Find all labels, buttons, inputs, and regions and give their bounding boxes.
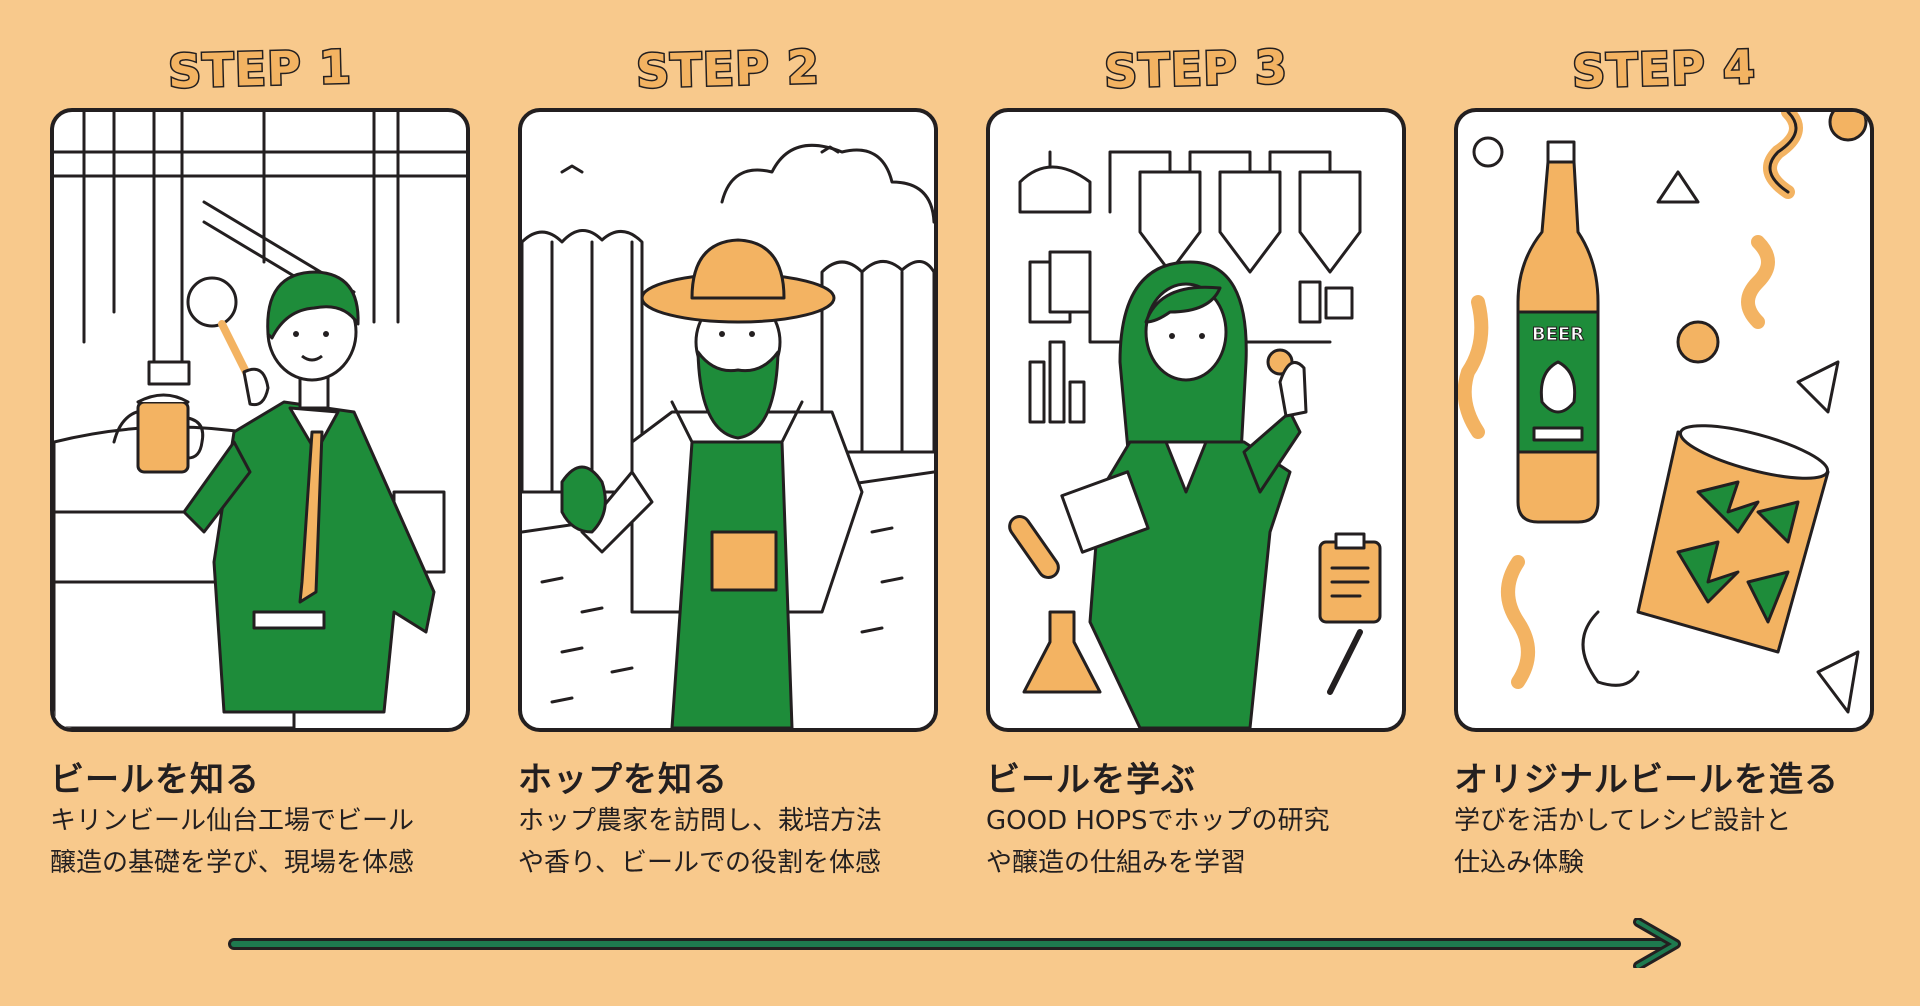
step-3-illustration — [986, 108, 1406, 732]
step-2-title: ホップを知る — [518, 760, 728, 800]
step-2: STEP 2 — [518, 0, 938, 900]
step-4-label: STEP 4 — [1570, 38, 1758, 100]
step-2-illustration — [518, 108, 938, 732]
step-4: STEP 4 — [1454, 0, 1874, 900]
step-4-description: 学びを活かしてレシピ設計と 仕込み体験 — [1454, 806, 1792, 878]
step-3-label: STEP 3 — [1102, 38, 1290, 100]
step-3-title: ビールを学ぶ — [986, 760, 1196, 800]
lab-study-illustration — [1008, 150, 1382, 728]
step-3-description: GOOD HOPSでホップの研究 や醸造の仕組みを学習 — [986, 806, 1330, 878]
step-2-label: STEP 2 — [634, 38, 822, 100]
step-1-description: キリンビール仙台工場でビール 醸造の基礎を学び、現場を体感 — [50, 806, 415, 878]
step-4-illustration: BEER — [1454, 108, 1874, 732]
step-4-title: オリジナルビールを造る — [1454, 760, 1839, 800]
step-1: STEP 1 — [50, 0, 470, 900]
progress-arrow — [228, 918, 1681, 968]
step-1-title: ビールを知る — [50, 760, 260, 800]
step-2-description: ホップ農家を訪問し、栽培方法 や香り、ビールでの役割を体感 — [518, 806, 883, 878]
bottle-label-text: BEER — [1532, 324, 1584, 345]
step-1-label: STEP 1 — [166, 38, 354, 100]
brewery-scene-illustration — [54, 112, 466, 728]
step-3: STEP 3 — [986, 0, 1406, 900]
step-1-illustration — [50, 108, 470, 732]
original-beer-illustration: BEER — [1458, 112, 1868, 714]
hop-farmer-illustration — [522, 143, 934, 728]
